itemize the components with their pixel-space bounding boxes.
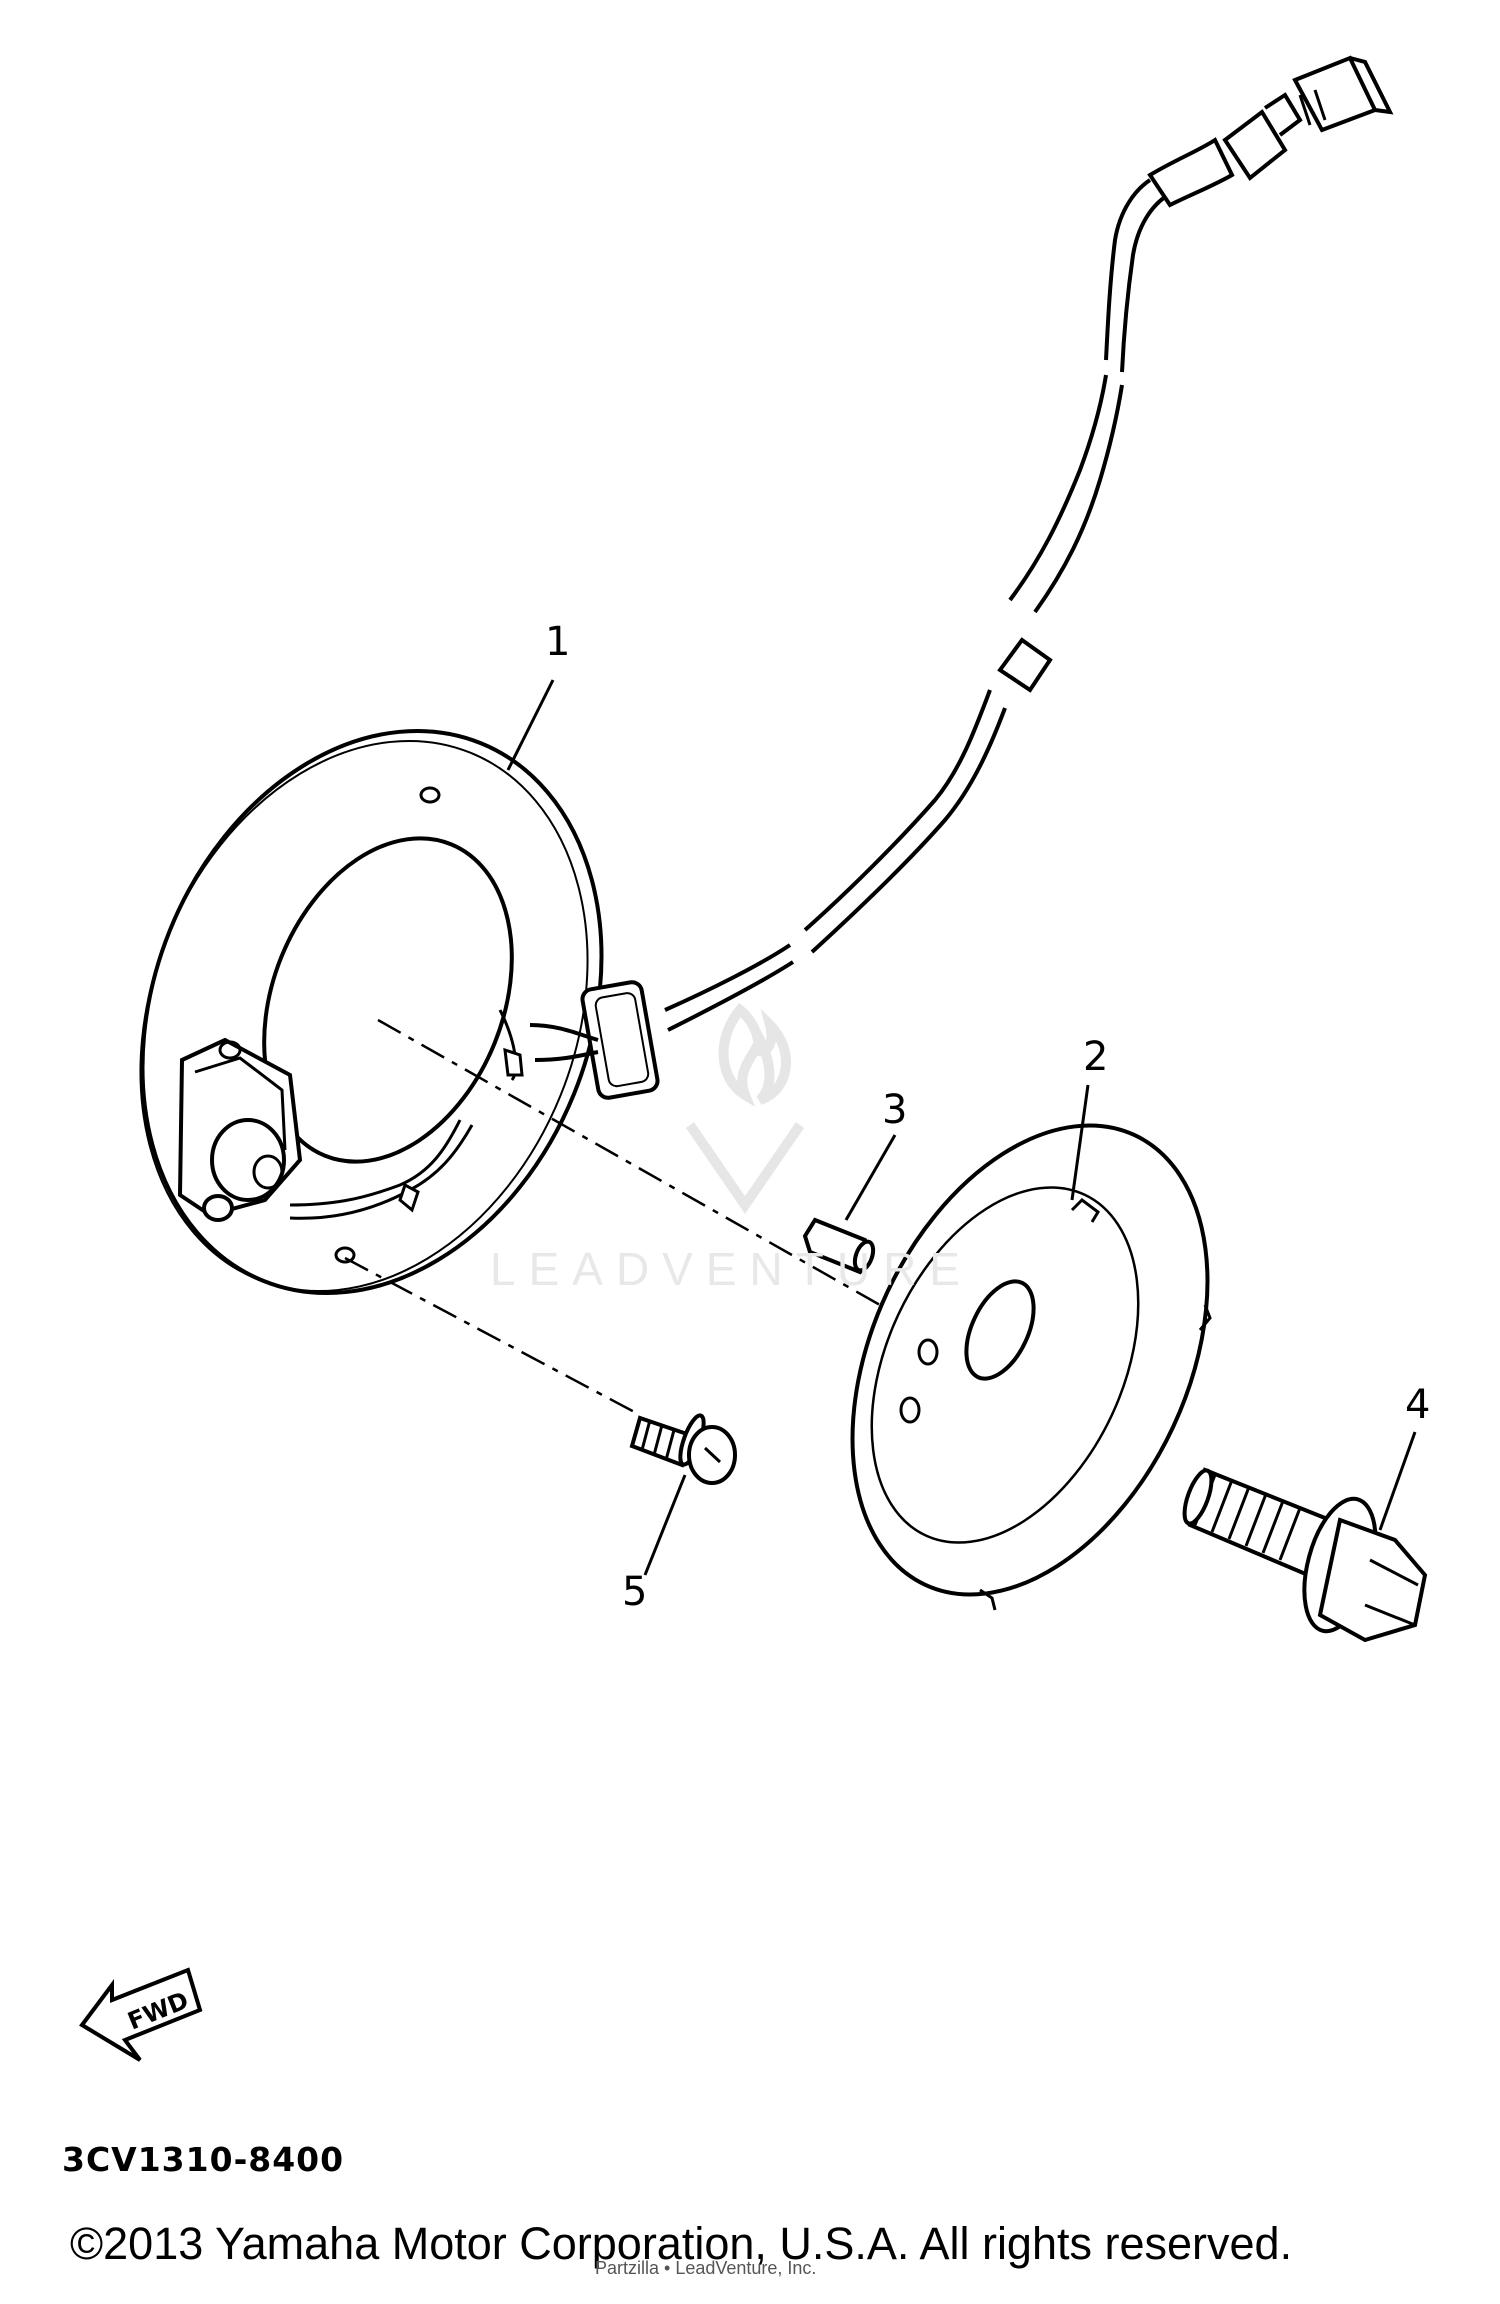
rotor-plate	[850, 1123, 1212, 1611]
part-label-1: 1	[545, 619, 570, 665]
flange-bolt	[1182, 1467, 1428, 1643]
small-screw	[629, 1413, 737, 1485]
dowel-pin	[802, 1217, 876, 1275]
plate-hole-top	[419, 786, 441, 804]
fwd-arrow-icon: FWD	[79, 1967, 203, 2062]
part-label-3: 3	[882, 1087, 907, 1133]
overprint-text: Partzilla • LeadVenture, Inc.	[595, 2258, 817, 2278]
stator-plate-assembly	[139, 728, 660, 1296]
watermark-logo	[685, 1002, 805, 1214]
plate-hole-bottom	[334, 1246, 356, 1264]
leader-lines	[506, 679, 1417, 1576]
wire-grommet	[580, 980, 660, 1100]
part-label-5: 5	[622, 1569, 647, 1615]
center-lines	[344, 1018, 881, 1417]
rotor-hub	[964, 1279, 1036, 1381]
watermark-text: LEADVENTURE	[490, 1243, 973, 1295]
wire-harness	[664, 55, 1394, 1032]
part-label-2: 2	[1083, 1034, 1108, 1080]
stator-plate-outer-edge	[139, 739, 589, 1293]
copyright-notice: ©2013 Yamaha Motor Corporation, U.S.A. A…	[70, 2218, 1293, 2269]
part-label-4: 4	[1405, 1382, 1430, 1428]
diagram-code: 3CV1310-8400	[62, 2140, 345, 2179]
stator-plate-inner	[262, 836, 514, 1164]
